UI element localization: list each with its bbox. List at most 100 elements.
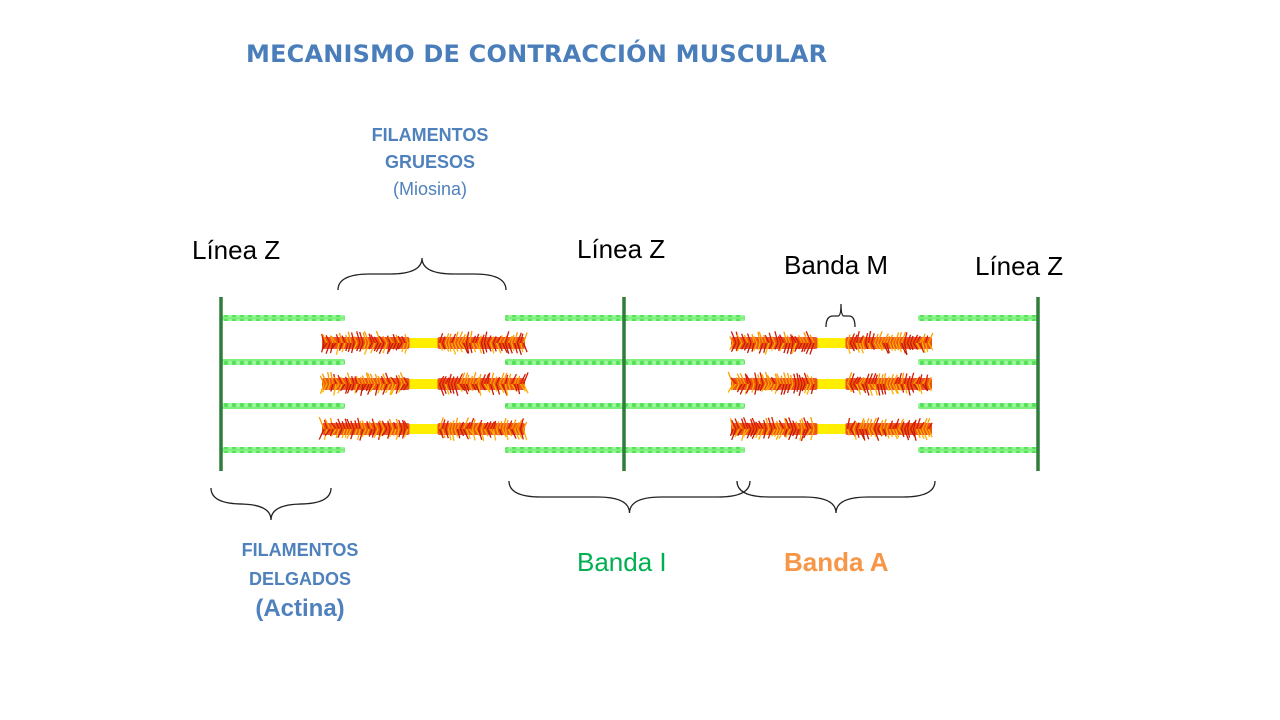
myosin-head — [504, 342, 510, 355]
myosin-head — [927, 376, 932, 385]
myosin-head — [438, 375, 445, 385]
myosin-head — [806, 374, 812, 385]
myosin-head — [903, 421, 910, 430]
myosin-head — [335, 428, 340, 439]
myosin-head — [765, 428, 770, 436]
myosin-head — [399, 383, 406, 391]
actin-filament — [918, 403, 1038, 409]
myosin-head — [382, 335, 388, 344]
myosin-head — [768, 332, 773, 344]
myosin-head — [763, 428, 767, 439]
m-line-region — [409, 379, 438, 389]
myosin-head — [783, 342, 788, 354]
myosin-head — [341, 428, 346, 439]
myosin-head — [325, 342, 331, 354]
myosin-head — [755, 428, 761, 439]
myosin-head — [495, 383, 501, 395]
myosin-head — [870, 417, 877, 430]
myosin-head — [474, 376, 481, 385]
myosin-head — [338, 342, 343, 351]
myosin-head — [873, 417, 880, 430]
myosin-head — [486, 383, 491, 393]
braces — [210, 257, 936, 521]
myosin-head — [389, 383, 394, 396]
myosin-head — [378, 335, 385, 344]
myosin-head — [477, 428, 483, 440]
myosin-head — [879, 342, 885, 351]
myosin-head — [757, 383, 761, 391]
myosin-head — [766, 383, 773, 391]
myosin-head — [355, 375, 361, 385]
myosin-head — [879, 428, 884, 436]
myosin-head — [401, 336, 406, 344]
myosin-head — [915, 335, 921, 344]
myosin-head — [483, 383, 490, 392]
myosin-head — [793, 383, 797, 394]
myosin-head — [885, 376, 890, 385]
myosin-head — [794, 336, 800, 344]
myosin-head — [486, 335, 492, 344]
myosin-head — [362, 332, 367, 344]
myosin-head — [361, 420, 367, 430]
myosin-head — [335, 421, 340, 430]
myosin-head — [739, 383, 746, 395]
myosin-head — [444, 428, 449, 439]
myosin-head — [519, 428, 524, 440]
myosin-head — [861, 377, 867, 385]
z-line-left-label: Línea Z — [192, 235, 281, 265]
myosin-head — [465, 374, 470, 385]
myosin-filament — [321, 330, 528, 355]
myosin-head — [347, 342, 352, 353]
myosin-head — [785, 418, 791, 430]
myosin-head — [736, 334, 743, 344]
myosin-head — [330, 422, 337, 430]
myosin-head — [864, 373, 870, 385]
myosin-head — [489, 372, 495, 385]
myosin-head — [727, 371, 734, 385]
actin-filament — [625, 447, 745, 453]
myosin-head — [846, 334, 851, 344]
myosin-head — [734, 428, 740, 438]
myosin-head — [471, 428, 476, 441]
myosin-head — [737, 428, 743, 437]
myosin-head — [365, 372, 370, 385]
myosin-head — [456, 373, 464, 385]
myosin-head — [885, 335, 890, 344]
myosin-head — [501, 428, 507, 438]
myosin-head — [903, 383, 908, 394]
myosin-head — [330, 335, 337, 344]
myosin-head — [395, 342, 400, 351]
myosin-head — [404, 342, 409, 354]
myosin-head — [757, 374, 761, 385]
myosin-head — [459, 334, 466, 344]
myosin-head — [403, 428, 409, 438]
myosin-head — [483, 421, 489, 430]
myosin-head — [361, 375, 367, 385]
myosin-head — [453, 376, 459, 385]
actin-filament — [625, 315, 745, 321]
myosin-head — [513, 332, 518, 344]
myosin-head — [735, 331, 740, 344]
thin-filaments-line3: (Actina) — [255, 595, 345, 622]
myosin-head — [796, 383, 800, 392]
m-line-region — [409, 424, 438, 434]
myosin-head — [438, 332, 444, 344]
myosin-head — [927, 383, 932, 392]
myosin-head — [783, 383, 788, 395]
myosin-head — [501, 342, 508, 354]
thick-filament-brace — [337, 257, 507, 291]
myosin-head — [764, 342, 770, 355]
myosin-head — [751, 417, 758, 430]
myosin-head — [746, 342, 752, 354]
myosin-head — [858, 376, 865, 385]
myosin-head — [333, 373, 337, 385]
myosin-head — [882, 342, 889, 354]
myosin-head — [800, 418, 806, 430]
myosin-head — [906, 428, 911, 438]
myosin-head — [474, 428, 481, 437]
myosin-head — [894, 418, 900, 430]
myosin-head — [438, 383, 445, 396]
myosin-head — [462, 372, 469, 385]
myosin-head — [510, 373, 517, 385]
myosin-head — [398, 419, 403, 430]
